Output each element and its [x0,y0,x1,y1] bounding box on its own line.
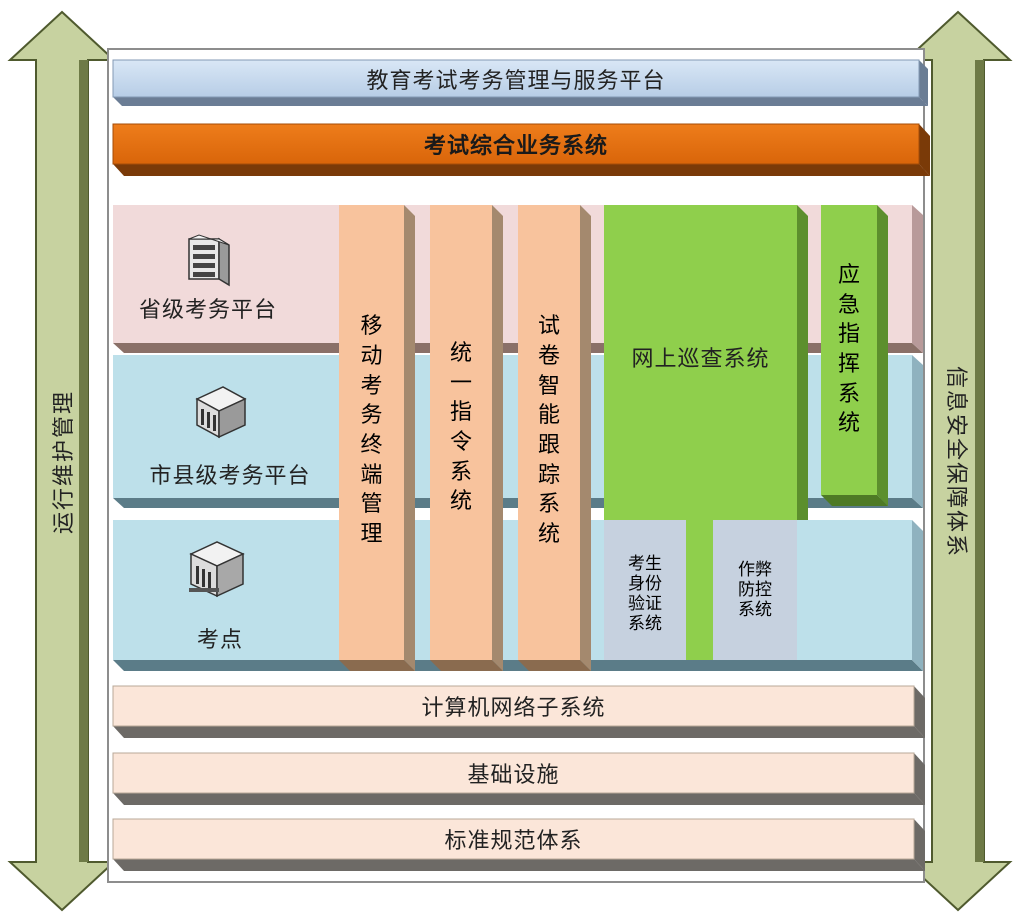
mobile-terminal-text: 移 动 考 务 终 端 管 理 [360,314,383,548]
emergency-command-text: 应 急 指 挥 系 统 [837,262,860,437]
unified-command-column [430,205,503,671]
exam-site-label: 考点 [196,628,243,653]
standards-bar [112,818,925,871]
online-patrol-block [604,205,808,660]
business-bar-label: 考试综合业务系统 [423,134,608,159]
standards-bar-label: 标准规范体系 [444,829,583,854]
identity-verification-line: 验证 [628,594,662,614]
identity-verification-line: 系统 [628,614,662,635]
network-bar-label: 计算机网络子系统 [421,696,606,721]
unified-command-text: 统 一 指 令 系 统 [449,340,472,515]
exam-site-building-icon [189,541,245,598]
platform-bar-label: 教育考试考务管理与服务平台 [366,68,666,94]
platform-bar [112,59,928,106]
paper-tracking-text: 试 卷 智 能 跟 踪 系 统 [537,314,560,548]
unified-command-label: 统 一 指 令 系 统 [430,330,492,526]
identity-verification-line: 考生 [628,553,662,574]
left-arrow-shape-shade [79,60,88,862]
online-patrol-label: 网上巡查系统 [631,347,770,372]
identity-verification-label: 考生身份验证系统 [604,538,686,650]
mobile-terminal-label: 移 动 考 务 终 端 管 理 [339,300,404,562]
anti-cheating-line: 作弊 [738,559,772,580]
emergency-command-label: 应 急 指 挥 系 统 [821,255,877,445]
provincial-building-icon [188,234,230,287]
city-county-label: 市县级考务平台 [149,464,311,489]
identity-verification-block [604,520,686,660]
mobile-terminal-column [339,205,415,671]
network-bar [112,685,925,738]
paper-tracking-column [518,205,591,671]
provincial-label: 省级考务平台 [138,298,277,323]
identity-verification-line: 身份 [628,573,662,594]
anti-cheating-block [713,520,797,660]
right-arrow-shape-shade [975,60,984,862]
anti-cheating-line: 系统 [738,600,772,621]
infrastructure-bar [112,752,925,805]
emergency-command-column [821,205,888,506]
business-bar [112,123,930,176]
anti-cheating-label: 作弊防控系统 [713,548,797,632]
paper-tracking-label: 试 卷 智 能 跟 踪 系 统 [518,300,580,562]
infrastructure-bar-label: 基础设施 [467,763,560,788]
anti-cheating-line: 防控 [738,579,772,600]
city-building-icon [195,386,247,439]
